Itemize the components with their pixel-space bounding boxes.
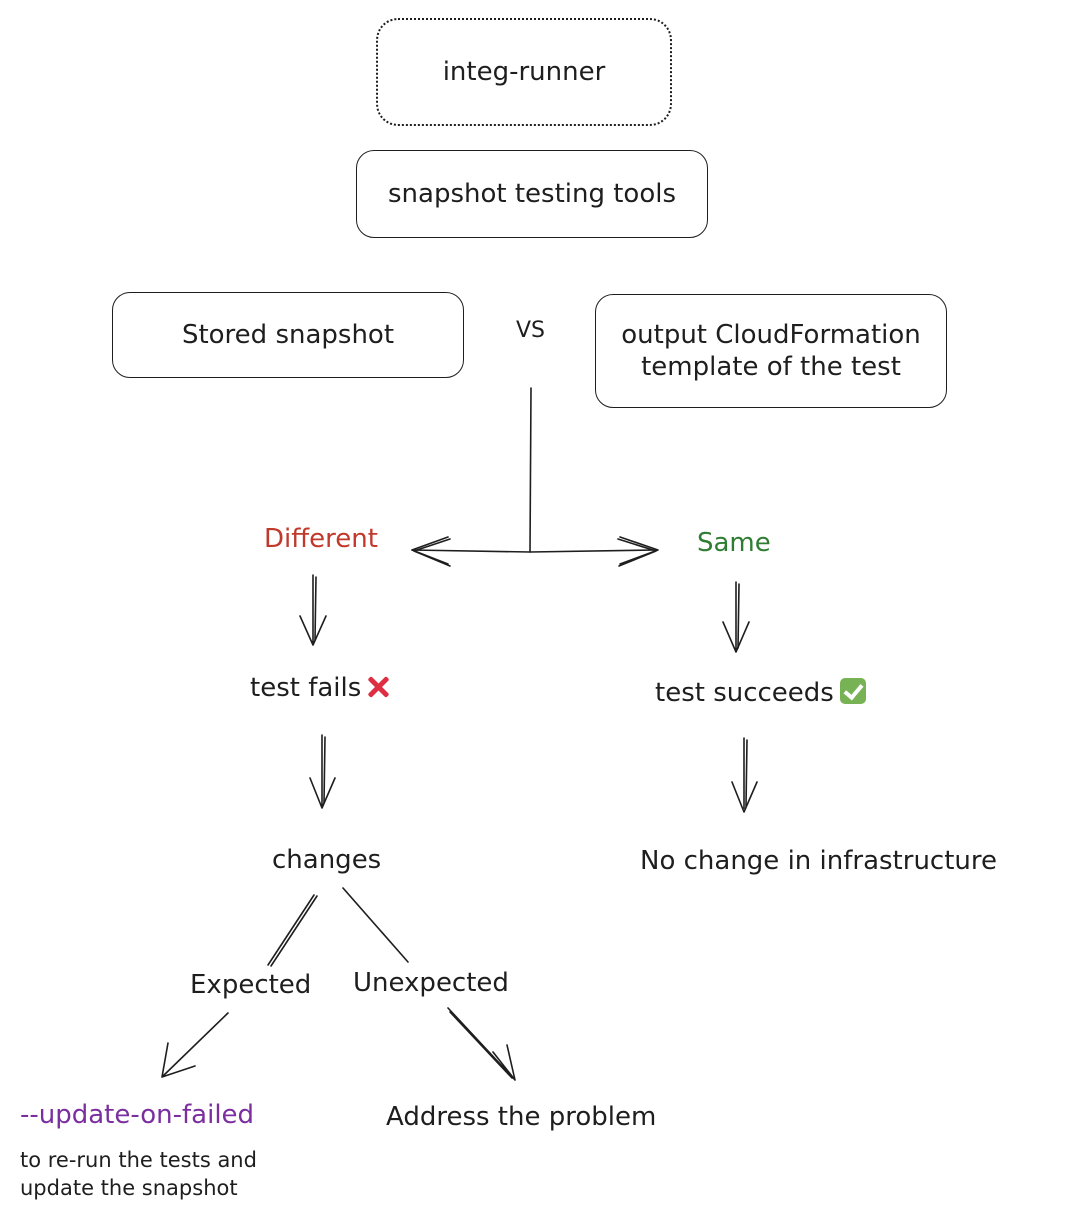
update-desc-line1: to re-run the tests and (20, 1148, 257, 1172)
update-desc-line2: update the snapshot (20, 1176, 238, 1200)
expected-label: Expected (190, 970, 312, 1000)
changes-label: changes (272, 845, 382, 875)
unexpected-label: Unexpected (353, 968, 509, 998)
output-template-line2: template of the test (641, 352, 901, 382)
arrow-succeeds-to-nochange (731, 737, 758, 813)
same-label: Same (697, 528, 771, 558)
test-succeeds-text: test succeeds (655, 678, 834, 708)
test-fails-label: test fails (250, 673, 389, 703)
split-line (411, 549, 656, 553)
vs-stem-line (529, 387, 532, 553)
arrow-fails-to-changes (309, 734, 336, 809)
arrow-head-same (619, 536, 659, 565)
arrow-expected-to-flag (161, 1012, 229, 1078)
arrow-different-to-fails (299, 574, 327, 646)
output-template-box: output CloudFormation template of the te… (595, 294, 947, 408)
output-template-line1: output CloudFormation (621, 320, 921, 350)
cross-mark-icon (367, 676, 389, 698)
arrow-unexpected-to-address (447, 1007, 516, 1081)
snapshot-tools-box: snapshot testing tools (356, 150, 708, 238)
update-description: to re-run the tests and update the snaps… (20, 1146, 257, 1202)
update-flag-label: --update-on-failed (20, 1100, 255, 1130)
arrow-same-to-succeeds (722, 581, 750, 653)
snapshot-tools-label: snapshot testing tools (387, 179, 677, 209)
integ-runner-label: integ-runner (442, 57, 606, 87)
no-change-label: No change in infrastructure (640, 846, 998, 876)
test-succeeds-label: test succeeds (655, 678, 866, 708)
integ-runner-box: integ-runner (376, 18, 672, 126)
different-label: Different (264, 524, 378, 554)
stored-snapshot-box: Stored snapshot (112, 292, 464, 378)
line-changes-to-unexpected (342, 887, 409, 963)
line-changes-to-expected (267, 894, 315, 966)
test-fails-text: test fails (250, 673, 362, 703)
check-mark-button-icon (839, 678, 866, 704)
vs-label: VS (516, 318, 546, 343)
address-problem-label: Address the problem (386, 1102, 657, 1132)
stored-snapshot-label: Stored snapshot (181, 320, 395, 350)
